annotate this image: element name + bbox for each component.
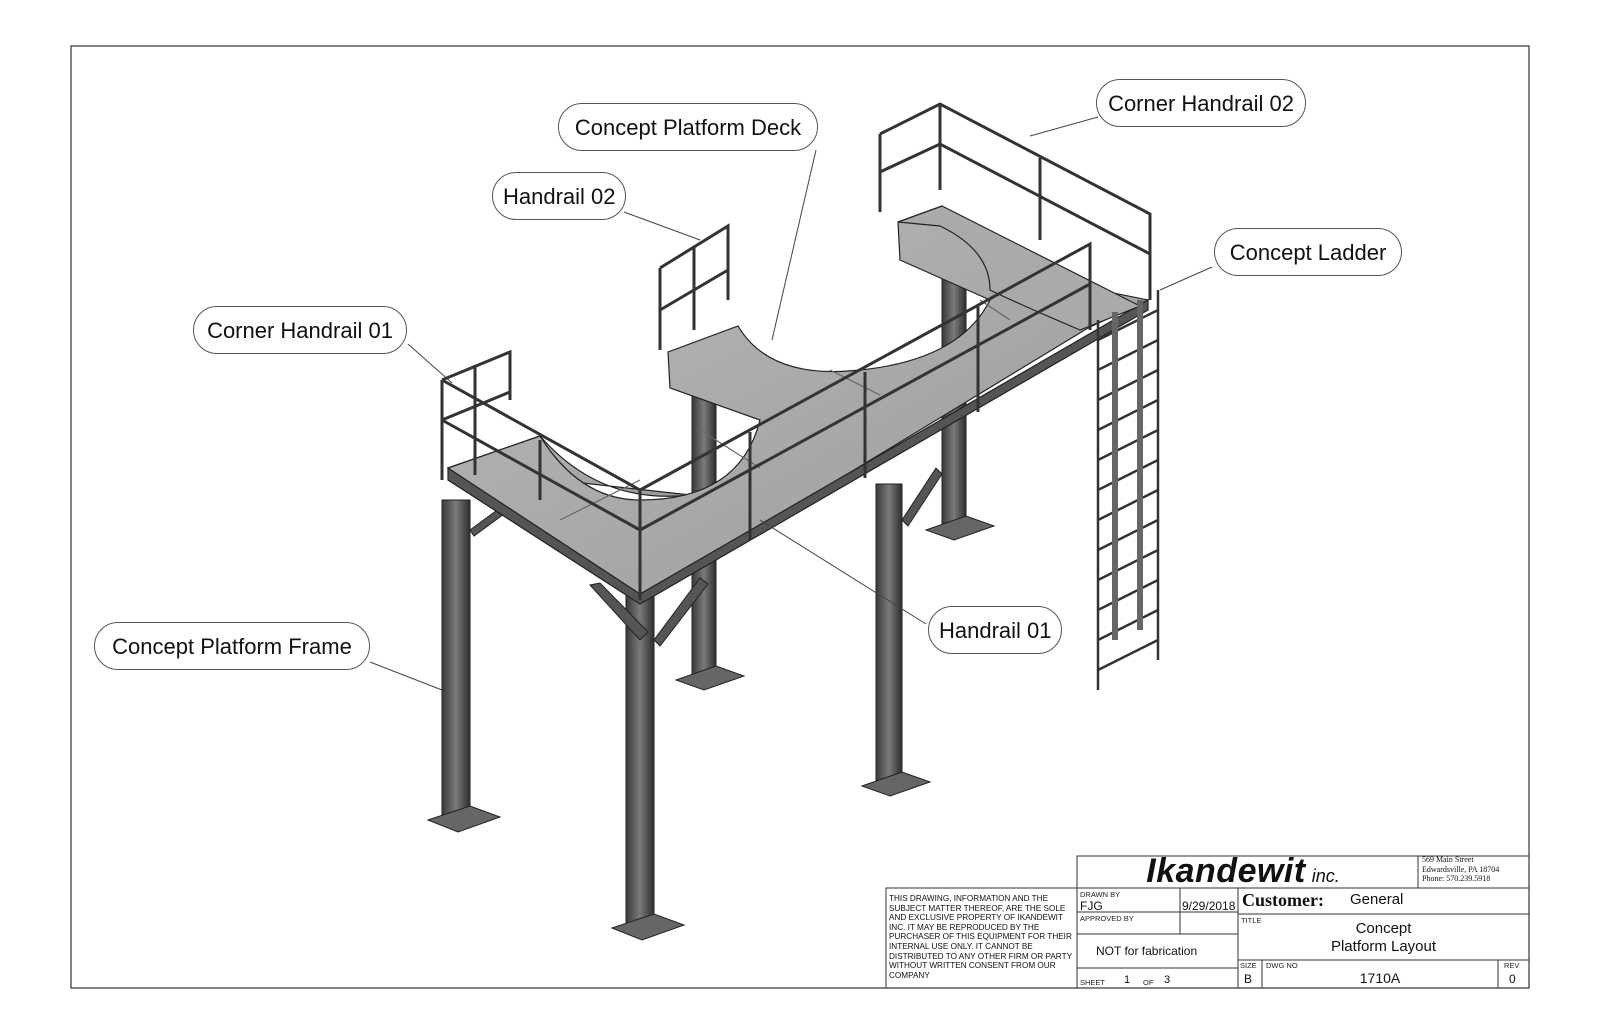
disclaimer-text: THIS DRAWING, INFORMATION AND THE SUBJEC… [889,894,1072,980]
address-line-3: Phone: 570.239.5918 [1422,874,1491,883]
size-value: B [1244,972,1253,986]
fabrication-note: NOT for fabrication [1096,944,1198,958]
rev-label: REV [1504,961,1520,970]
company-suffix: inc. [1311,866,1340,886]
drawn-date: 9/29/2018 [1182,899,1236,913]
title-block-lines [885,855,1530,989]
leader-lines [369,116,1213,691]
callout-concept-platform-frame: Concept Platform Frame [94,622,370,670]
sheet-border [70,45,1530,989]
size-label: SIZE [1240,961,1257,970]
drawing-title-line-2: Platform Layout [1330,938,1437,955]
dwg-no-label: DWG NO [1266,961,1298,970]
address-line-2: Edwardsville, PA 18704 [1422,864,1500,874]
drawing-title-line-1: Concept [1355,920,1412,937]
dwg-no-value: 1710A [1359,970,1401,986]
customer-value: General [1350,891,1404,908]
company-address: 569 Main Street Edwardsville, PA 18704 P… [1422,855,1499,884]
callout-handrail-02: Handrail 02 [492,172,626,220]
sheet-label: SHEET [1080,978,1106,987]
title-label: TITLE [1241,916,1262,925]
callout-concept-platform-deck: Concept Platform Deck [558,103,818,151]
drawn-by-label: DRAWN BY [1080,890,1121,899]
drawn-by-value: FJG [1080,899,1103,913]
callout-handrail-01: Handrail 01 [928,606,1062,654]
callout-concept-ladder: Concept Ladder [1214,228,1402,276]
customer-label: Customer: [1242,890,1324,910]
handrails [440,102,1152,600]
sheet-number: 1 [1124,974,1131,986]
rev-value: 0 [1509,972,1516,986]
company-name: Ikandewit [1146,852,1306,890]
sheet-total: 3 [1164,974,1171,986]
approved-by-label: APPROVED BY [1080,914,1134,923]
callout-corner-handrail-02: Corner Handrail 02 [1096,79,1306,127]
callout-corner-handrail-01: Corner Handrail 01 [193,306,407,354]
address-line-1: 569 Main Street [1422,855,1474,864]
concept-ladder [1096,290,1160,690]
sheet-of-label: OF [1143,978,1154,987]
